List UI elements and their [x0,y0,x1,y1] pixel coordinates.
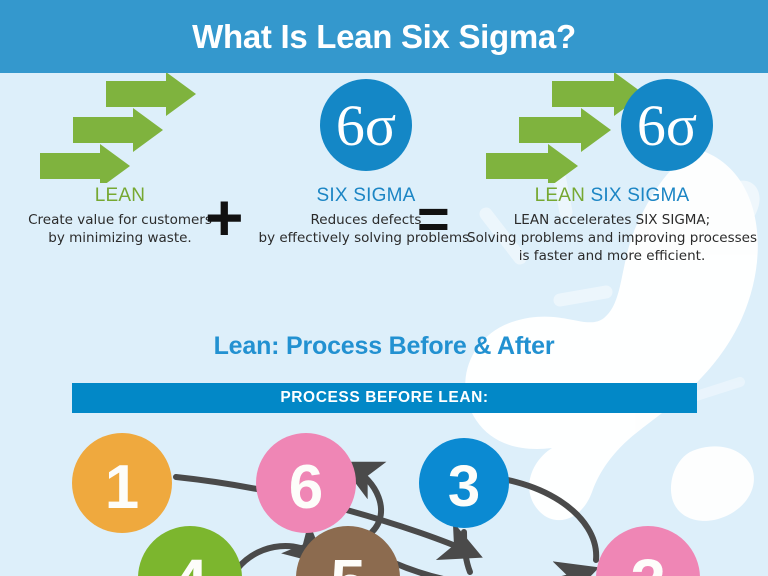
lean-six-sigma-label: LEAN SIX SIGMA [462,185,762,207]
page-title: What Is Lean Six Sigma? [192,17,576,55]
flow-node-4-number: 4 [172,546,208,576]
lean-six-sigma-caption: LEAN accelerates SIX SIGMA; Solving prob… [462,212,762,266]
flow-node-5[interactable] [296,526,400,576]
lean-arrows-graphic [18,72,222,188]
process-before-lean-label: PROCESS BEFORE LEAN: [280,389,489,406]
lean-six-sigma-caption-line-3: is faster and more efficient. [518,247,706,264]
flow-node-2-number: 2 [630,546,666,576]
six-sigma-caption-line-2: by effectively solving problems. [258,229,474,246]
flow-node-2[interactable] [596,526,700,576]
equals-operator: = [417,187,450,250]
lean-six-sigma-caption-line-1: LEAN accelerates SIX SIGMA; [513,212,711,228]
lean-six-sigma-graphic: 6σ [462,72,762,188]
flow-node-6[interactable] [256,433,356,533]
comparison-row: LEAN Create value for customers by minim… [0,72,768,293]
flow-node-4[interactable] [138,526,242,576]
lean-caption-line-2: by minimizing waste. [48,229,192,246]
process-before-lean-banner: PROCESS BEFORE LEAN: [72,383,697,413]
flow-node-1[interactable] [72,433,172,533]
lean-six-sigma-label-lean: LEAN [534,185,585,206]
six-sigma-label: SIX SIGMA [316,185,416,206]
section-heading: Lean: Process Before & After [213,332,555,360]
six-sigma-circle-icon: 6σ [320,79,412,171]
flow-node-6-number: 6 [289,453,323,522]
six-sigma-caption-line-1: Reduces defects [310,212,422,228]
plus-operator: + [205,180,244,254]
column-lean: LEAN Create value for customers by minim… [18,72,222,248]
flow-node-1-number: 1 [105,453,139,522]
lean-six-sigma-caption-line-2: Solving problems and improving processes [467,229,757,246]
flow-node-3-number: 3 [448,454,480,519]
six-sigma-graphic: 6σ [255,73,477,183]
svg-text:6σ: 6σ [637,93,697,158]
column-six-sigma: 6σ SIX SIGMA Reduces defects by effectiv… [255,73,477,248]
lean-caption: Create value for customers by minimizing… [18,212,222,248]
flow-node-5-number: 5 [330,546,366,576]
three-green-arrows-with-six-sigma-circle-icon: 6σ [486,72,713,188]
lean-label: LEAN [94,185,146,206]
header-banner [0,0,768,73]
six-sigma-caption: Reduces defects by effectively solving p… [255,212,477,248]
process-flow-diagram: 1 6 3 4 5 2 [72,433,700,576]
flow-nodes: 1 6 3 4 5 2 [72,433,700,576]
flow-node-3[interactable] [419,438,509,528]
lean-caption-line-1: Create value for customers [28,212,212,228]
column-lean-six-sigma: 6σ LEAN SIX SIGMA LEAN accelerates SIX S… [462,72,762,266]
three-green-arrows-icon [40,72,196,188]
svg-text:6σ: 6σ [336,93,396,158]
lean-six-sigma-label-six-sigma: SIX SIGMA [590,185,690,206]
